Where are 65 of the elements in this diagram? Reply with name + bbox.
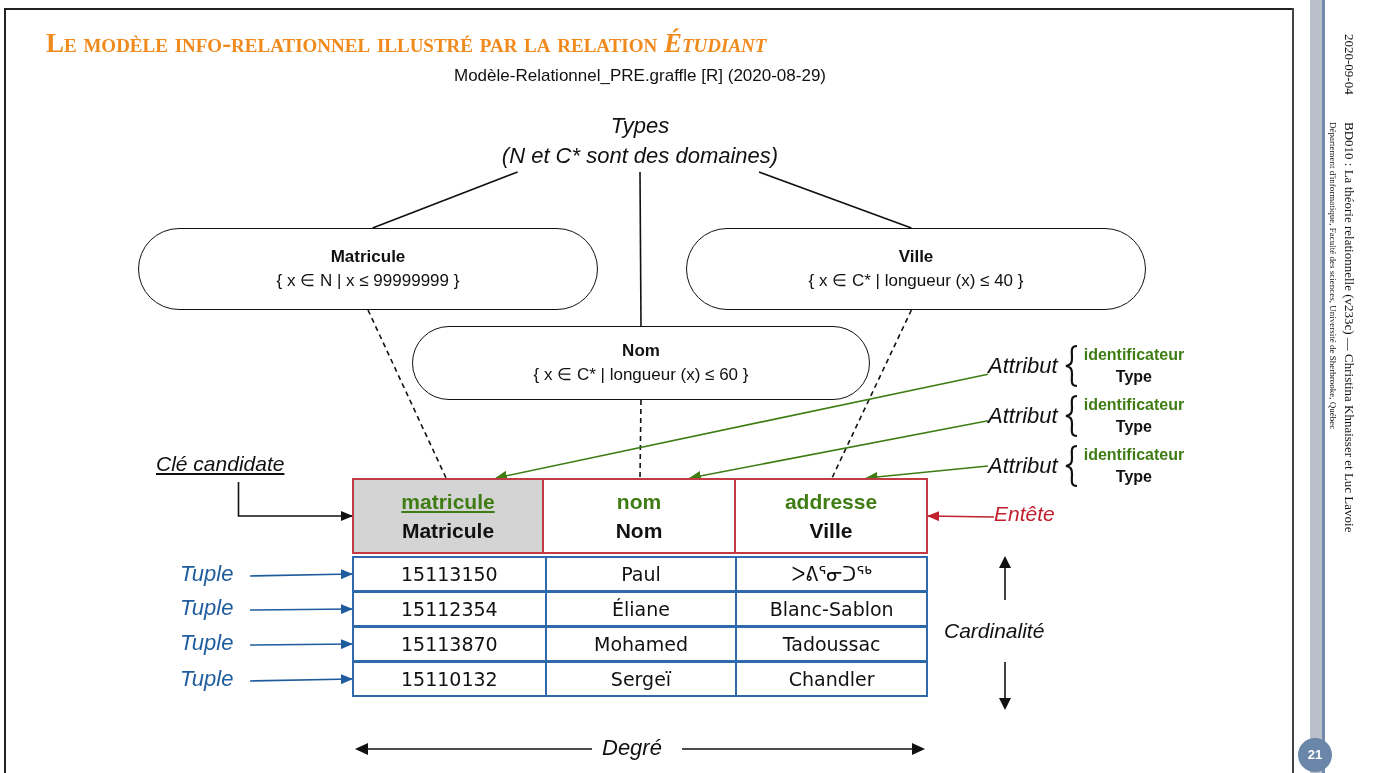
arrow <box>688 420 989 481</box>
connector-line <box>758 171 913 229</box>
header-panel <box>736 478 928 554</box>
tuple-label: Tuple <box>180 666 235 692</box>
tuple-label: Tuple <box>180 595 235 621</box>
identifier-label: identificateur <box>1083 445 1185 465</box>
connector-line <box>371 171 519 229</box>
arrow <box>249 674 353 685</box>
id-value: 15113870 <box>399 632 499 657</box>
attribute-label: Attribut <box>988 403 1058 429</box>
department-footer: Département d'informatique, Faculté des sciences, Université de Sherbrooke, Québec <box>1328 122 1338 430</box>
attribute-type: Ville <box>809 518 853 544</box>
attribute-label: Attribut <box>988 453 1058 479</box>
connector-line <box>639 171 642 327</box>
type-label: Type <box>1115 367 1152 387</box>
header-panel <box>544 478 736 554</box>
course-footer: BD010 : La théorie relationnelle (v233c) — Christina Khnaisser et Luc Lavoie <box>1341 122 1357 533</box>
degree-label: Degré <box>602 735 662 761</box>
attribute-identifier: matricule <box>401 489 495 515</box>
tuple-label: Tuple <box>180 630 235 656</box>
header-label: Entête <box>994 502 1056 526</box>
domain-name: Ville <box>898 246 934 268</box>
id-value: 15112354 <box>399 597 499 622</box>
name-value: Sergeï <box>544 663 736 695</box>
id-value: 15110132 <box>399 667 499 692</box>
table-row <box>352 661 928 697</box>
identifier-label: identificateur <box>1083 395 1185 415</box>
dashed-connector <box>367 309 447 479</box>
dashed-connector <box>639 399 642 479</box>
arrow <box>927 511 995 522</box>
domain-pill <box>412 326 870 400</box>
arrow <box>249 604 353 615</box>
table-row <box>352 556 928 592</box>
domain-name: Nom <box>622 340 660 362</box>
arrow <box>495 373 989 481</box>
subtitle: Modèle-Relationnel_PRE.graffle [R] (2020-08-29) <box>453 66 827 86</box>
domain-definition: { x ∈ C* | longueur (x) ≤ 40 } <box>808 270 1024 292</box>
arrow <box>249 639 353 650</box>
page-number: 21 <box>1298 738 1332 772</box>
attribute-label: Attribut <box>988 353 1058 379</box>
table-row <box>352 626 928 662</box>
type-label: Type <box>1115 467 1152 487</box>
attribute-type: Nom <box>615 518 663 544</box>
domain-name: Matricule <box>330 246 406 268</box>
domain-definition: { x ∈ N | x ≤ 99999999 } <box>276 270 460 292</box>
cardinality-label: Cardinalité <box>944 619 1045 643</box>
arrow <box>237 481 353 521</box>
identifier-label: identificateur <box>1083 345 1185 365</box>
id-value: 15113150 <box>399 562 499 587</box>
dashed-connector <box>831 309 913 479</box>
table-row <box>352 591 928 627</box>
type-heading: (N et C* sont des domaines) <box>501 142 779 170</box>
date-label: 2020-09-04 <box>1341 34 1357 95</box>
header-panel <box>352 478 544 554</box>
attribute-type: Matricule <box>401 518 495 544</box>
domain-definition: { x ∈ C* | longueur (x) ≤ 60 } <box>533 364 749 386</box>
arrow <box>249 569 353 580</box>
slide-title: Le modèle info-relationnel illustré par la relation Étudiant <box>46 28 767 59</box>
type-heading: Types <box>610 112 670 140</box>
attribute-identifier: addresse <box>784 489 878 515</box>
tuple-label: Tuple <box>180 561 235 587</box>
attribute-identifier: nom <box>616 489 662 515</box>
city-value: Chandler <box>735 663 926 695</box>
type-label: Type <box>1115 417 1152 437</box>
candidate-key-label: Clé candidate <box>156 452 286 476</box>
